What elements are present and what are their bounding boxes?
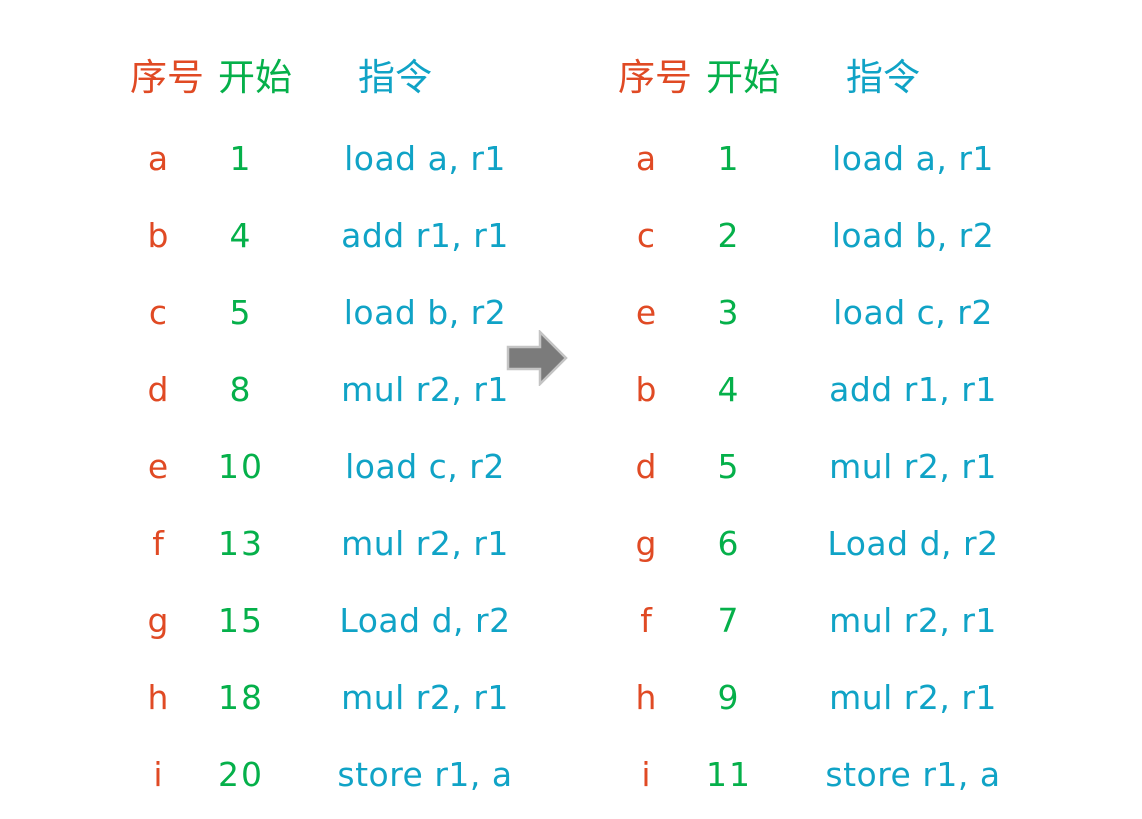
- row-label: b: [147, 216, 169, 255]
- row-label: f: [640, 601, 652, 640]
- header-instruction: 指令: [358, 56, 432, 99]
- table-row: h 18 mul r2, r1: [130, 673, 550, 723]
- row-instruction: mul r2, r1: [829, 447, 997, 486]
- row-start: 3: [717, 293, 741, 332]
- row-label: e: [147, 447, 169, 486]
- row-start: 4: [717, 370, 741, 409]
- header-start: 开始: [218, 56, 292, 99]
- row-start: 6: [717, 524, 741, 563]
- row-instruction: load b, r2: [343, 293, 507, 332]
- table-row: a 1 load a, r1: [618, 134, 1038, 184]
- row-instruction: store r1, a: [337, 755, 513, 794]
- row-label: c: [148, 293, 168, 332]
- table-row: b 4 add r1, r1: [130, 211, 550, 261]
- header-instruction: 指令: [846, 56, 920, 99]
- row-start: 11: [706, 755, 752, 794]
- row-label: h: [635, 678, 657, 717]
- table-row: g 6 Load d, r2: [618, 519, 1038, 569]
- table-row: f 7 mul r2, r1: [618, 596, 1038, 646]
- table-row: i 20 store r1, a: [130, 750, 550, 800]
- row-instruction: add r1, r1: [341, 216, 509, 255]
- row-start: 5: [229, 293, 253, 332]
- table-row: f 13 mul r2, r1: [130, 519, 550, 569]
- row-instruction: mul r2, r1: [341, 524, 509, 563]
- row-label: c: [636, 216, 656, 255]
- table-row: a 1 load a, r1: [130, 134, 550, 184]
- instruction-table-after: 序号 开始 指令 a 1 load a, r1 c 2 load b, r2 e…: [618, 0, 1038, 819]
- table-row: d 5 mul r2, r1: [618, 442, 1038, 492]
- row-label: i: [641, 755, 651, 794]
- header-sequence: 序号: [618, 56, 692, 99]
- row-instruction: Load d, r2: [339, 601, 511, 640]
- row-instruction: add r1, r1: [829, 370, 997, 409]
- row-start: 18: [218, 678, 264, 717]
- row-label: b: [635, 370, 657, 409]
- row-instruction: load a, r1: [344, 139, 506, 178]
- header-sequence: 序号: [130, 56, 204, 99]
- row-instruction: mul r2, r1: [829, 678, 997, 717]
- row-start: 5: [717, 447, 741, 486]
- row-instruction: load a, r1: [832, 139, 994, 178]
- instruction-table-before: 序号 开始 指令 a 1 load a, r1 b 4 add r1, r1 c…: [130, 0, 550, 819]
- table-row: d 8 mul r2, r1: [130, 365, 550, 415]
- row-start: 1: [229, 139, 253, 178]
- header-start: 开始: [706, 56, 780, 99]
- row-start: 2: [717, 216, 741, 255]
- row-label: i: [153, 755, 163, 794]
- table-row: e 10 load c, r2: [130, 442, 550, 492]
- table-row: c 2 load b, r2: [618, 211, 1038, 261]
- row-instruction: load b, r2: [831, 216, 995, 255]
- row-label: g: [635, 524, 657, 563]
- row-label: d: [635, 447, 657, 486]
- row-start: 1: [717, 139, 741, 178]
- row-label: a: [635, 139, 657, 178]
- row-start: 8: [229, 370, 253, 409]
- row-instruction: mul r2, r1: [341, 678, 509, 717]
- table-header-row: 序号 开始 指令: [130, 52, 550, 108]
- row-instruction: mul r2, r1: [341, 370, 509, 409]
- table-header-row: 序号 开始 指令: [618, 52, 1038, 108]
- table-row: b 4 add r1, r1: [618, 365, 1038, 415]
- row-label: d: [147, 370, 169, 409]
- row-start: 10: [218, 447, 264, 486]
- row-start: 20: [218, 755, 264, 794]
- row-start: 7: [717, 601, 741, 640]
- row-start: 15: [218, 601, 264, 640]
- row-label: h: [147, 678, 169, 717]
- row-start: 4: [229, 216, 253, 255]
- row-label: f: [152, 524, 164, 563]
- row-label: g: [147, 601, 169, 640]
- row-instruction: mul r2, r1: [829, 601, 997, 640]
- table-row: c 5 load b, r2: [130, 288, 550, 338]
- table-row: h 9 mul r2, r1: [618, 673, 1038, 723]
- arrow-right-icon: [506, 328, 568, 388]
- table-row: i 11 store r1, a: [618, 750, 1038, 800]
- row-instruction: Load d, r2: [827, 524, 999, 563]
- row-instruction: load c, r2: [833, 293, 993, 332]
- row-start: 9: [717, 678, 741, 717]
- row-instruction: store r1, a: [825, 755, 1001, 794]
- row-label: e: [635, 293, 657, 332]
- row-instruction: load c, r2: [345, 447, 505, 486]
- table-row: e 3 load c, r2: [618, 288, 1038, 338]
- row-start: 13: [218, 524, 264, 563]
- row-label: a: [147, 139, 169, 178]
- table-row: g 15 Load d, r2: [130, 596, 550, 646]
